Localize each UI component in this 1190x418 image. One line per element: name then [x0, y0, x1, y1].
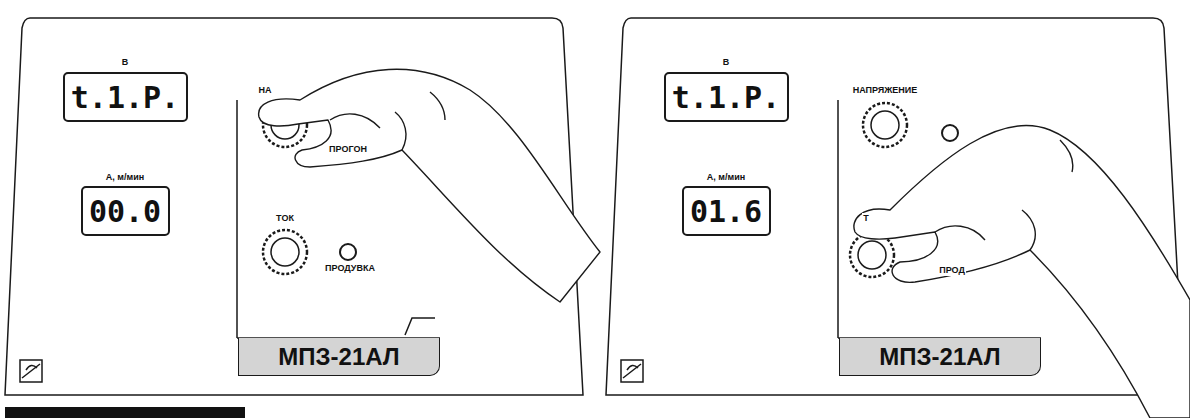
panel-label: В	[121, 57, 130, 68]
model-name: МПЗ-21АЛ	[278, 343, 399, 371]
black-bar	[5, 407, 245, 418]
panel-label: НАПРЯЖЕНИЕ	[852, 85, 919, 96]
led-display: t.1.P.	[664, 72, 789, 122]
model-badge: МПЗ-21АЛ	[238, 338, 440, 376]
panel-label: Т	[862, 213, 870, 224]
display-value: t.1.P.	[672, 80, 780, 115]
panel-label: А, м/мин	[706, 172, 746, 183]
model-badge: МПЗ-21АЛ	[839, 338, 1041, 376]
led-display: 01.6	[682, 186, 771, 236]
display-value: t.1.P.	[71, 80, 179, 115]
panel-label: В	[722, 57, 731, 68]
led-display: t.1.P.	[63, 72, 188, 122]
led-display: 00.0	[81, 186, 170, 236]
display-value: 00.0	[89, 194, 161, 229]
display-value: 01.6	[690, 194, 762, 229]
panel-label: ТОК	[275, 213, 295, 224]
gloved-hand	[259, 69, 1190, 418]
panel-label: ПРОГОН	[328, 144, 368, 155]
panel-label: А, м/мин	[105, 172, 145, 183]
panel-label: ПРОДУВКА	[324, 263, 376, 274]
model-name: МПЗ-21АЛ	[879, 343, 1000, 371]
panel-label: НА	[258, 85, 273, 96]
panel-label: ПРОД	[938, 265, 966, 276]
